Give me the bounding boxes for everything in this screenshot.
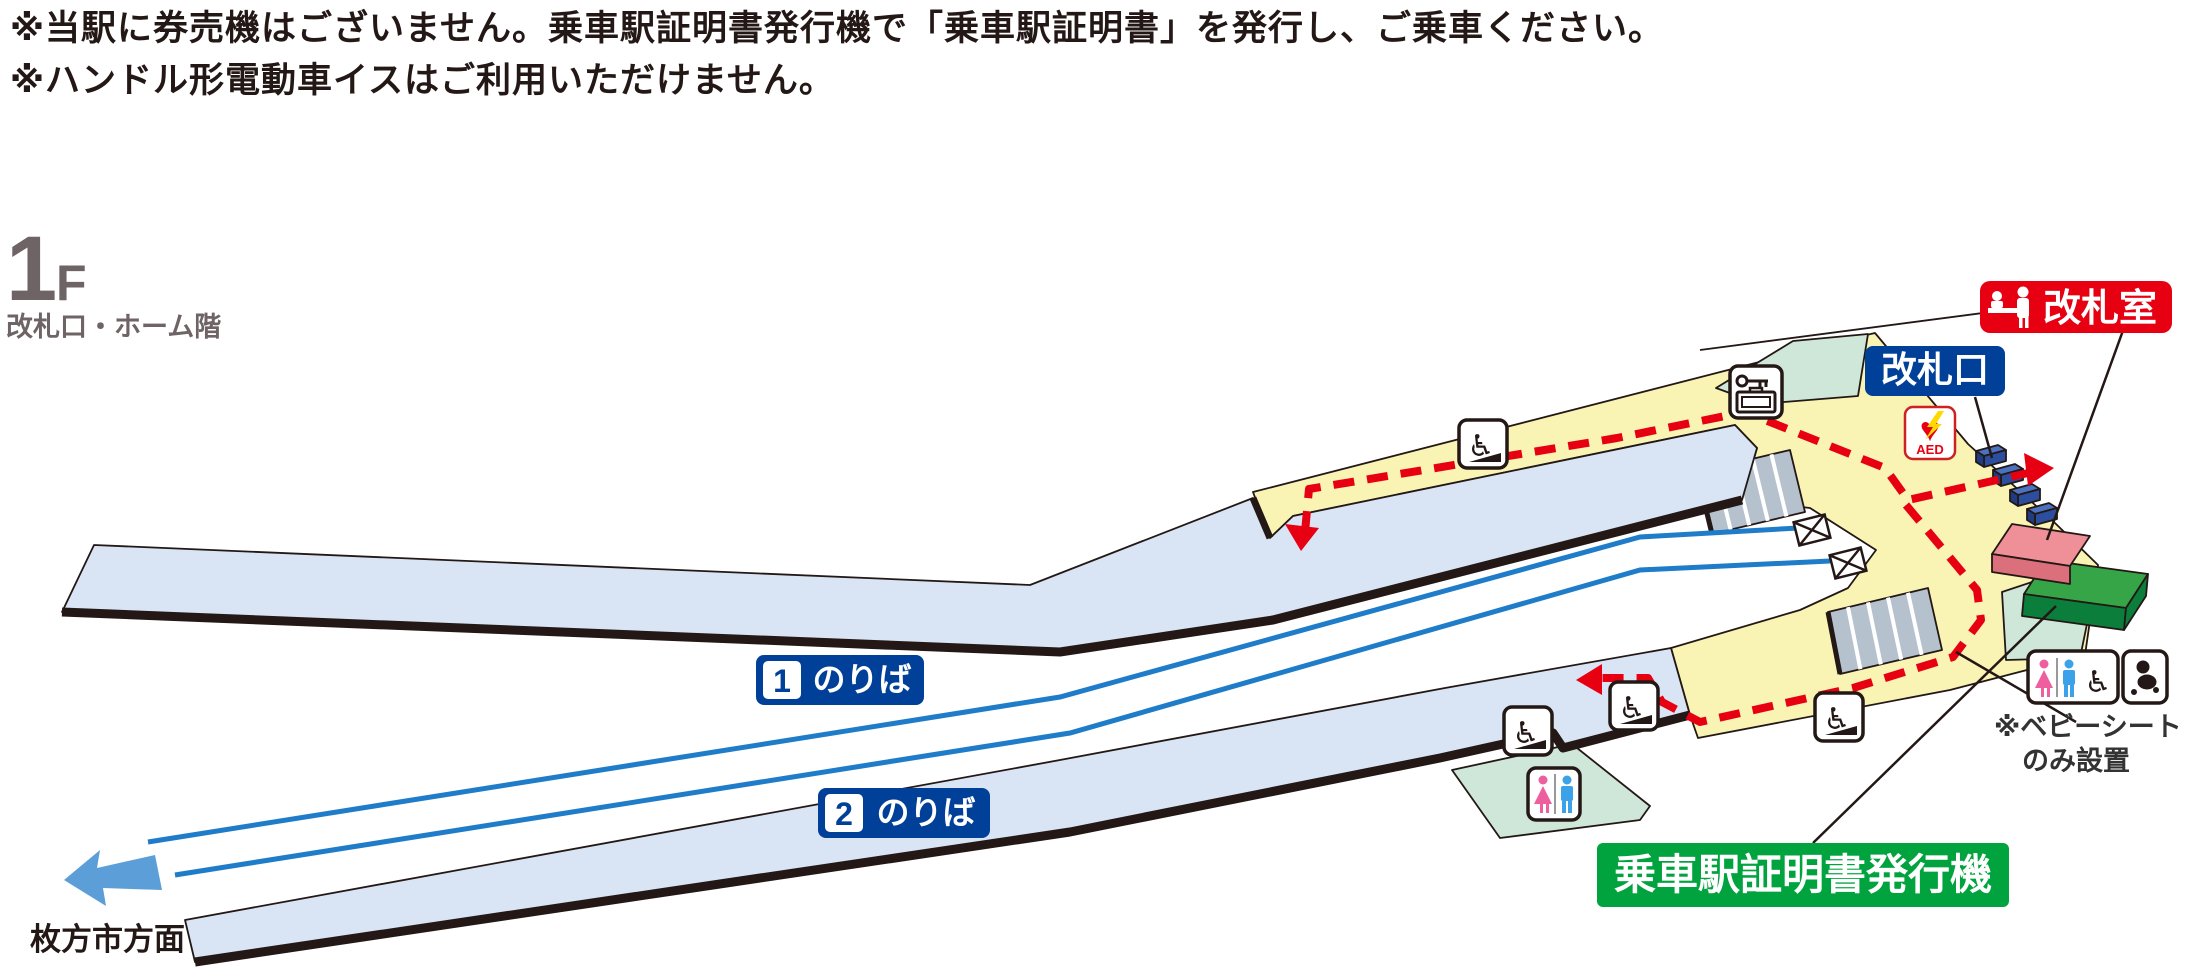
certificate-machine-label: 乗車駅証明書発行機 — [1597, 843, 2009, 907]
direction-label: 枚方市方面 — [30, 922, 185, 957]
svg-text:♿: ♿ — [2085, 666, 2112, 699]
wheelchair-ramp-icon: ♿ — [1813, 691, 1865, 743]
gate-label: 改札口 — [1865, 346, 2005, 396]
track-1-rail — [147, 525, 1799, 845]
track-2-rail — [174, 558, 1831, 878]
route-arrow-down — [1285, 524, 1319, 551]
note-no-handle-wheelchair: ※ハンドル形電動車イスはご利用いただけません。 — [10, 61, 835, 100]
buffer-stop-icon — [1828, 545, 1868, 581]
svg-text:改札口: 改札口 — [1881, 349, 1989, 390]
svg-text:乗車駅証明書発行機: 乗車駅証明書発行機 — [1614, 851, 1992, 898]
platform-1-label: 1 のりば — [756, 655, 924, 705]
aed-icon: ♥ AED — [1903, 405, 1957, 461]
fare-gate — [2009, 483, 2041, 507]
svg-text:のりば: のりば — [877, 794, 976, 831]
note-no-ticket-machine: ※当駅に券売機はございません。乗車駅証明書発行機で「乗車駅証明書」を発行し、ご乗… — [10, 8, 1664, 48]
leader-gate — [1973, 396, 1994, 459]
wheelchair-ramp-icon: ♿ — [1502, 705, 1554, 757]
svg-text:1: 1 — [773, 663, 791, 699]
platform-1 — [61, 424, 1758, 657]
fare-gate — [2026, 502, 2058, 526]
gate-office-label: 改札室 — [1980, 281, 2172, 333]
fare-gate — [1975, 444, 2007, 468]
svg-text:AED: AED — [1916, 442, 1943, 457]
svg-text:改札室: 改札室 — [2043, 287, 2157, 330]
route-arrow-to-gates — [2024, 453, 2054, 486]
stairs-lower — [1825, 587, 1943, 675]
leader-office — [2045, 324, 2127, 541]
wheelchair-ramp-icon: ♿ — [1457, 418, 1509, 470]
toilet-icon — [1526, 766, 1582, 822]
baby-note-line1: ※ベビーシート — [1994, 712, 2182, 742]
floor-level: 1 — [6, 218, 57, 320]
direction-arrow-icon — [64, 850, 162, 906]
leader-toilet — [1955, 650, 2077, 724]
gate-office-counter — [1991, 523, 2091, 585]
platform-2-label: 2 のりば — [818, 788, 990, 838]
svg-text:2: 2 — [835, 796, 853, 832]
station-staff-icon — [1988, 286, 2029, 328]
accessible-toilet-icon: ♿ — [2026, 649, 2120, 705]
baby-seat-icon — [2121, 649, 2169, 705]
route-arrow-left — [1576, 664, 1602, 695]
svg-text:のりば: のりば — [813, 661, 912, 698]
coin-locker-icon — [1728, 364, 1784, 420]
buffer-stop-icon — [1792, 512, 1832, 548]
baby-note-line2: のみ設置 — [2022, 745, 2130, 776]
floor-heading: 1 F 改札口・ホーム階 — [6, 218, 221, 342]
wheelchair-ramp-icon: ♿ — [1608, 680, 1660, 732]
floor-caption: 改札口・ホーム階 — [6, 312, 221, 342]
floor-suffix: F — [56, 255, 87, 311]
leader-machine — [1812, 605, 2057, 844]
